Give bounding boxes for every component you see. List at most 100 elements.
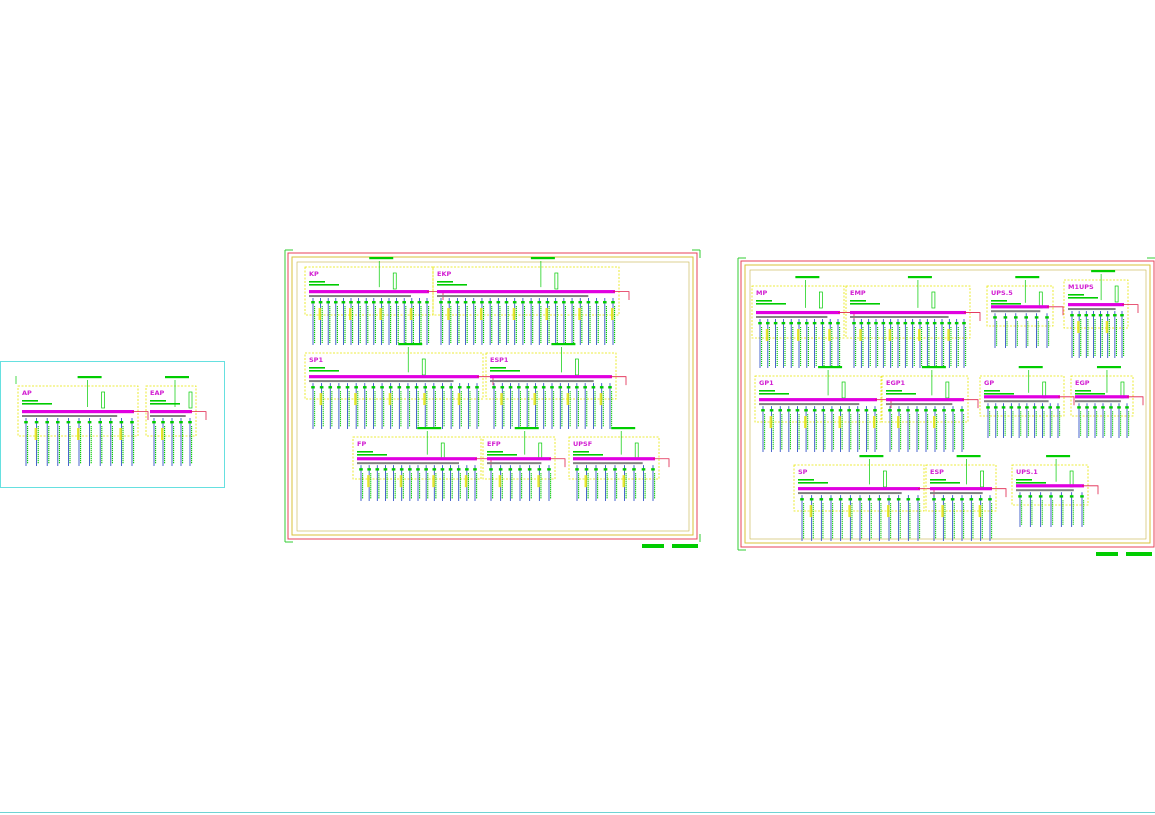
panel-eap[interactable]: EAP — [145, 376, 207, 466]
panel-efp[interactable]: EFP — [482, 427, 566, 501]
meter-block — [1114, 285, 1119, 303]
feeder-circuit — [583, 383, 588, 429]
sub-bus — [886, 403, 953, 406]
feeder-circuit — [761, 406, 766, 452]
panel-label: GP — [984, 379, 994, 387]
feeder-circuit — [375, 465, 380, 501]
feeder-circuit — [541, 383, 546, 429]
panel-gp1-boundary — [754, 375, 882, 423]
panel-label: FP — [357, 440, 366, 448]
panel-fp[interactable]: FP — [352, 427, 492, 501]
outgoing-tail — [1122, 304, 1139, 314]
sheet-3-frame — [737, 257, 1155, 556]
feeder-circuit — [765, 318, 770, 368]
feeder-circuit — [632, 465, 637, 501]
feeder-circuit — [897, 406, 902, 452]
feeder-circuit — [1003, 313, 1008, 348]
feeder-circuit — [787, 406, 791, 452]
feeder-circuit — [380, 383, 385, 429]
panel-gp1[interactable]: GP1 — [754, 366, 892, 452]
panel-sp1[interactable]: SP1 — [304, 343, 494, 429]
feeder-circuit — [1032, 403, 1037, 438]
feeder-circuit — [359, 465, 364, 501]
feeder-circuit — [1084, 311, 1089, 358]
feeder-circuit — [611, 298, 616, 345]
panel-ap[interactable]: AP — [17, 376, 149, 466]
panel-sp[interactable]: SP — [793, 455, 935, 541]
panel-label: UPSF — [573, 440, 592, 448]
feeder-circuit — [473, 465, 478, 501]
outgoing-tail — [653, 458, 670, 468]
panel-emp[interactable]: EMP — [845, 276, 981, 368]
feeder-circuit — [45, 418, 50, 466]
panel-esp1[interactable]: ESP1 — [485, 343, 627, 429]
feeder-circuit — [341, 298, 346, 345]
feeder-circuit — [1034, 313, 1039, 348]
panel-label: MP — [756, 289, 767, 297]
feeder-circuit — [804, 406, 809, 452]
feeder-circuit — [599, 383, 604, 429]
feeder-circuit — [1045, 313, 1050, 348]
panel-upsf[interactable]: UPSF — [568, 427, 670, 501]
feeder-circuit — [874, 318, 879, 368]
feeder-circuit — [778, 406, 783, 452]
panel-label: EMP — [850, 289, 866, 297]
busbar — [798, 487, 920, 491]
panel-ekp[interactable]: EKP — [432, 257, 630, 345]
feeder-circuit — [993, 313, 998, 348]
feeder-circuit — [362, 383, 367, 429]
outgoing-tail — [1058, 396, 1075, 406]
panel-kp-boundary — [304, 266, 434, 316]
panel-esp[interactable]: ESP — [925, 455, 1007, 541]
incomer-text — [369, 257, 394, 260]
panel-ups5-boundary — [986, 285, 1054, 327]
panel-egp1-boundary — [881, 375, 969, 423]
spec-text — [487, 454, 517, 456]
spec-text — [756, 300, 772, 302]
panel-ups5[interactable]: UPS.5 — [986, 276, 1064, 348]
feeder-circuit — [586, 298, 591, 345]
sub-bus — [437, 295, 589, 298]
incomer-text — [1096, 366, 1121, 369]
feeder-circuit — [1048, 403, 1053, 438]
feeder-circuit — [508, 465, 513, 501]
incomer-text — [551, 343, 576, 346]
sub-bus — [309, 295, 411, 298]
meter-block — [554, 272, 559, 290]
feeder-circuit — [795, 406, 800, 452]
spec-text — [850, 303, 880, 305]
feeder-circuit — [152, 418, 157, 466]
feeder-circuit — [1018, 492, 1023, 527]
feeder-circuit — [537, 298, 542, 345]
panel-egp[interactable]: EGP — [1070, 366, 1144, 438]
feeder-circuit — [394, 298, 399, 345]
feeder-circuit — [504, 298, 509, 345]
panel-egp1[interactable]: EGP1 — [881, 366, 979, 452]
feeder-circuit — [838, 495, 843, 541]
spec-text — [437, 281, 453, 283]
feeder-circuit — [367, 465, 372, 501]
feeder-circuit — [432, 465, 437, 501]
meter-block — [883, 470, 887, 488]
sub-bus — [22, 415, 118, 417]
feeder-circuit — [903, 318, 908, 368]
sub-bus — [930, 492, 983, 495]
meter-block — [841, 381, 846, 399]
panel-kp[interactable]: KP — [304, 257, 444, 345]
feeder-circuit — [888, 406, 893, 452]
feeder-circuit — [1080, 492, 1085, 527]
sub-bus — [984, 400, 1049, 403]
feeder-circuit — [805, 318, 809, 368]
busbar — [930, 487, 992, 491]
sub-bus — [573, 462, 643, 465]
panel-ups1[interactable]: UPS.1 — [1011, 455, 1099, 527]
feeder-circuit — [537, 465, 542, 501]
panel-mp[interactable]: MP — [751, 276, 855, 368]
feeder-circuit — [517, 383, 522, 429]
feeder-circuit — [475, 383, 480, 429]
feeder-circuit — [440, 383, 445, 429]
panel-m1ups[interactable]: M1UPS — [1063, 270, 1139, 358]
panel-gp[interactable]: GP — [979, 366, 1075, 438]
feeder-circuit — [512, 298, 517, 345]
